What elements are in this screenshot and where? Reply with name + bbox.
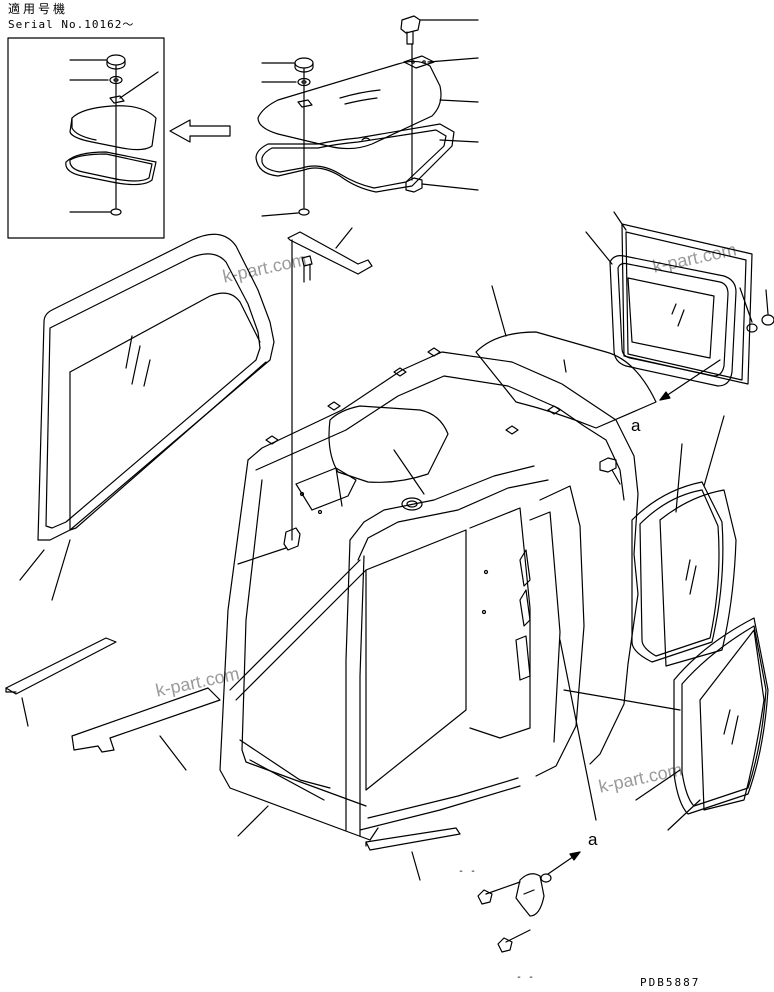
applicable-serial-label: 適用号機 <box>8 2 69 16</box>
cab-nut <box>599 457 621 485</box>
reference-mark-a-lower: a <box>588 830 598 849</box>
reference-mark-a-upper: a <box>631 416 641 435</box>
arrow-left-icon <box>169 119 231 143</box>
dash-mark-1: - - <box>458 866 477 877</box>
side-window-frame <box>585 211 774 401</box>
roof-hatch-assembly <box>255 15 479 217</box>
wiper-bracket <box>287 227 373 283</box>
page-code: PDB5887 <box>640 976 701 989</box>
cab-frame <box>219 347 639 881</box>
serial-number-label: Serial No.10162～ <box>8 18 135 31</box>
inset-detail-box <box>7 37 165 239</box>
front-window-glass <box>19 233 275 601</box>
floor-plate-right <box>365 827 461 851</box>
roof-panel <box>475 285 657 429</box>
door-latch-hardware <box>477 639 597 953</box>
cab-bolt <box>237 527 301 565</box>
dash-mark-2: - - <box>516 972 535 983</box>
rear-window-panels <box>563 415 769 831</box>
floor-plate-left <box>5 637 221 771</box>
